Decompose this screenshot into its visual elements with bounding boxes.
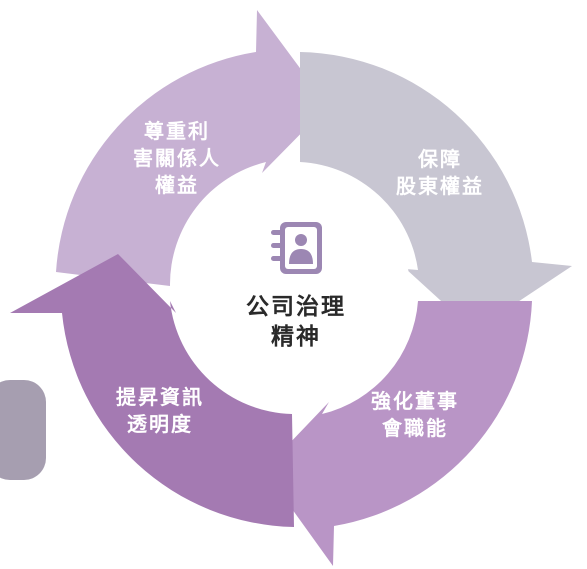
segment-label-line: 害關係人: [133, 146, 221, 170]
segment-label-top-right: 保障 股東權益: [375, 146, 505, 200]
segment-label-top-left: 尊重利 害關係人 權益: [112, 118, 242, 199]
center-title-line-1: 公司治理: [246, 293, 346, 320]
side-tab: [0, 380, 46, 480]
segment-label-line: 股東權益: [396, 174, 484, 198]
segment-label-bottom-left: 提昇資訊 透明度: [95, 384, 225, 438]
center-circle: [178, 174, 410, 406]
segment-label-line: 提昇資訊: [116, 385, 204, 409]
segment-label-line: 會職能: [382, 416, 448, 440]
segment-label-bottom-right: 強化董事 會職能: [350, 388, 480, 442]
segment-label-line: 保障: [418, 147, 462, 171]
segment-label-line: 強化董事: [371, 389, 459, 413]
address-book-icon: [271, 222, 322, 274]
segment-top-right: [300, 52, 572, 331]
segment-label-line: 尊重利: [144, 119, 210, 143]
segment-label-line: 權益: [155, 173, 199, 197]
segment-bottom-right: [264, 301, 532, 566]
center-title-line-2: 精神: [271, 323, 321, 350]
segment-bottom-left: [10, 254, 294, 527]
center-title: 公司治理 精神: [226, 292, 366, 352]
segment-top-left: [56, 10, 328, 286]
segment-label-line: 透明度: [127, 412, 193, 436]
